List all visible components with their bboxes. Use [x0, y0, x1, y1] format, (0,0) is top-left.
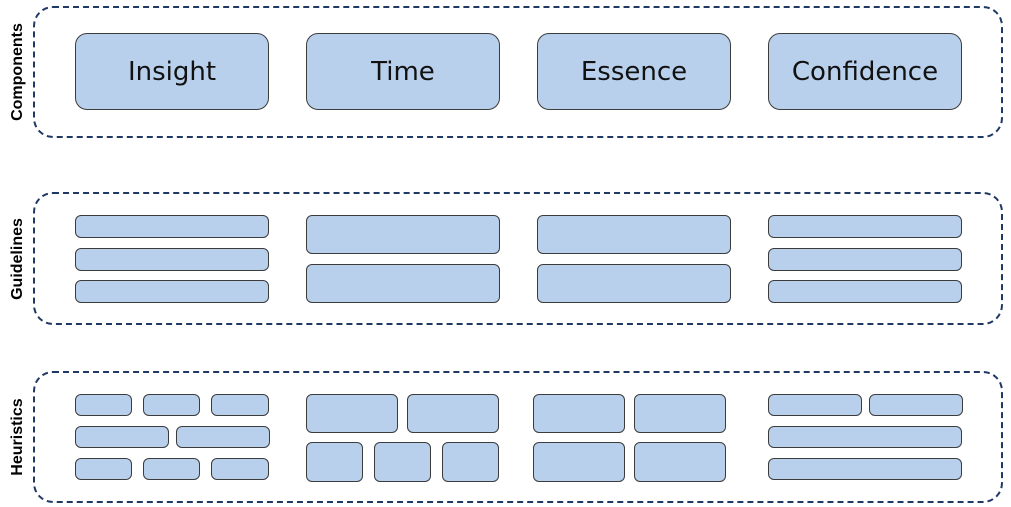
heuristic-box — [306, 442, 363, 482]
row-label-guidelines: Guidelines — [9, 218, 26, 300]
heuristic-box — [75, 394, 132, 416]
heuristic-box — [75, 458, 132, 480]
guideline-box — [768, 215, 962, 238]
component-confidence: Confidence — [768, 33, 962, 110]
guideline-box — [75, 215, 269, 238]
heuristics-frame — [33, 371, 1003, 503]
heuristic-box — [533, 442, 625, 482]
heuristic-box — [176, 426, 270, 448]
heuristic-box — [211, 458, 269, 480]
guideline-box — [306, 264, 500, 303]
heuristic-box — [143, 394, 200, 416]
row-label-heuristics: Heuristics — [9, 398, 26, 476]
heuristic-box — [869, 394, 963, 416]
guidelines-frame — [33, 192, 1003, 325]
guideline-box — [306, 215, 500, 254]
guideline-box — [537, 264, 731, 303]
heuristic-box — [143, 458, 200, 480]
heuristic-box — [768, 394, 862, 416]
guideline-box — [75, 280, 269, 303]
row-label-components: Components — [9, 23, 26, 121]
heuristic-box — [442, 442, 499, 482]
heuristic-box — [211, 394, 269, 416]
guideline-box — [75, 248, 269, 271]
guideline-box — [768, 280, 962, 303]
guideline-box — [537, 215, 731, 254]
heuristic-box — [634, 394, 726, 433]
guideline-box — [768, 248, 962, 271]
heuristic-box — [374, 442, 431, 482]
heuristic-box — [75, 426, 169, 448]
heuristic-box — [306, 394, 398, 433]
heuristic-box — [768, 426, 962, 448]
component-insight: Insight — [75, 33, 269, 110]
component-essence: Essence — [537, 33, 731, 110]
heuristic-box — [407, 394, 499, 433]
component-time: Time — [306, 33, 500, 110]
heuristic-box — [533, 394, 625, 433]
heuristic-box — [634, 442, 726, 482]
heuristic-box — [768, 458, 962, 480]
components-frame — [33, 6, 1003, 138]
